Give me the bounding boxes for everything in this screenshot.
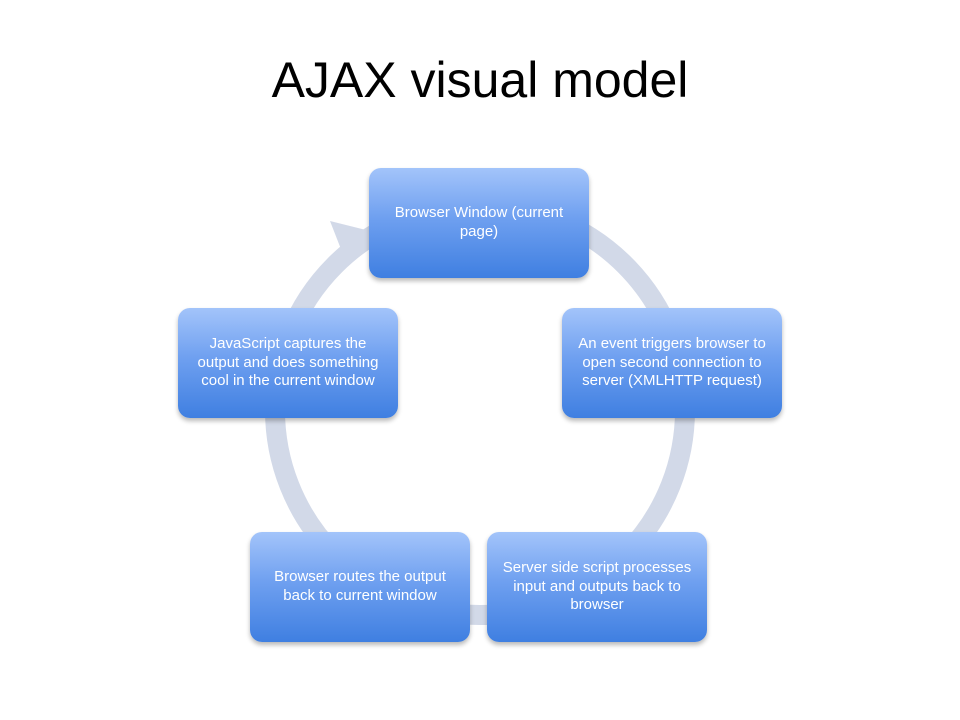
cycle-node-label: JavaScript captures the output and does … — [197, 334, 379, 390]
cycle-node-label: Browser Window (current page) — [394, 204, 564, 240]
cycle-node-browser-window: Browser Window (current page) — [369, 168, 589, 278]
cycle-node-label: Server side script processes input and o… — [502, 558, 692, 614]
cycle-node-label: An event triggers browser to open second… — [578, 334, 766, 390]
cycle-node-server-script: Server side script processes input and o… — [487, 532, 707, 642]
slide-title: AJAX visual model — [271, 52, 689, 108]
cycle-node-event-trigger: An event triggers browser to open second… — [562, 308, 782, 418]
cycle-arrowhead-icon — [330, 221, 366, 262]
cycle-node-javascript-captures: JavaScript captures the output and does … — [178, 308, 398, 418]
cycle-node-browser-routes: Browser routes the output back to curren… — [250, 532, 470, 642]
cycle-node-label: Browser routes the output back to curren… — [274, 568, 446, 604]
